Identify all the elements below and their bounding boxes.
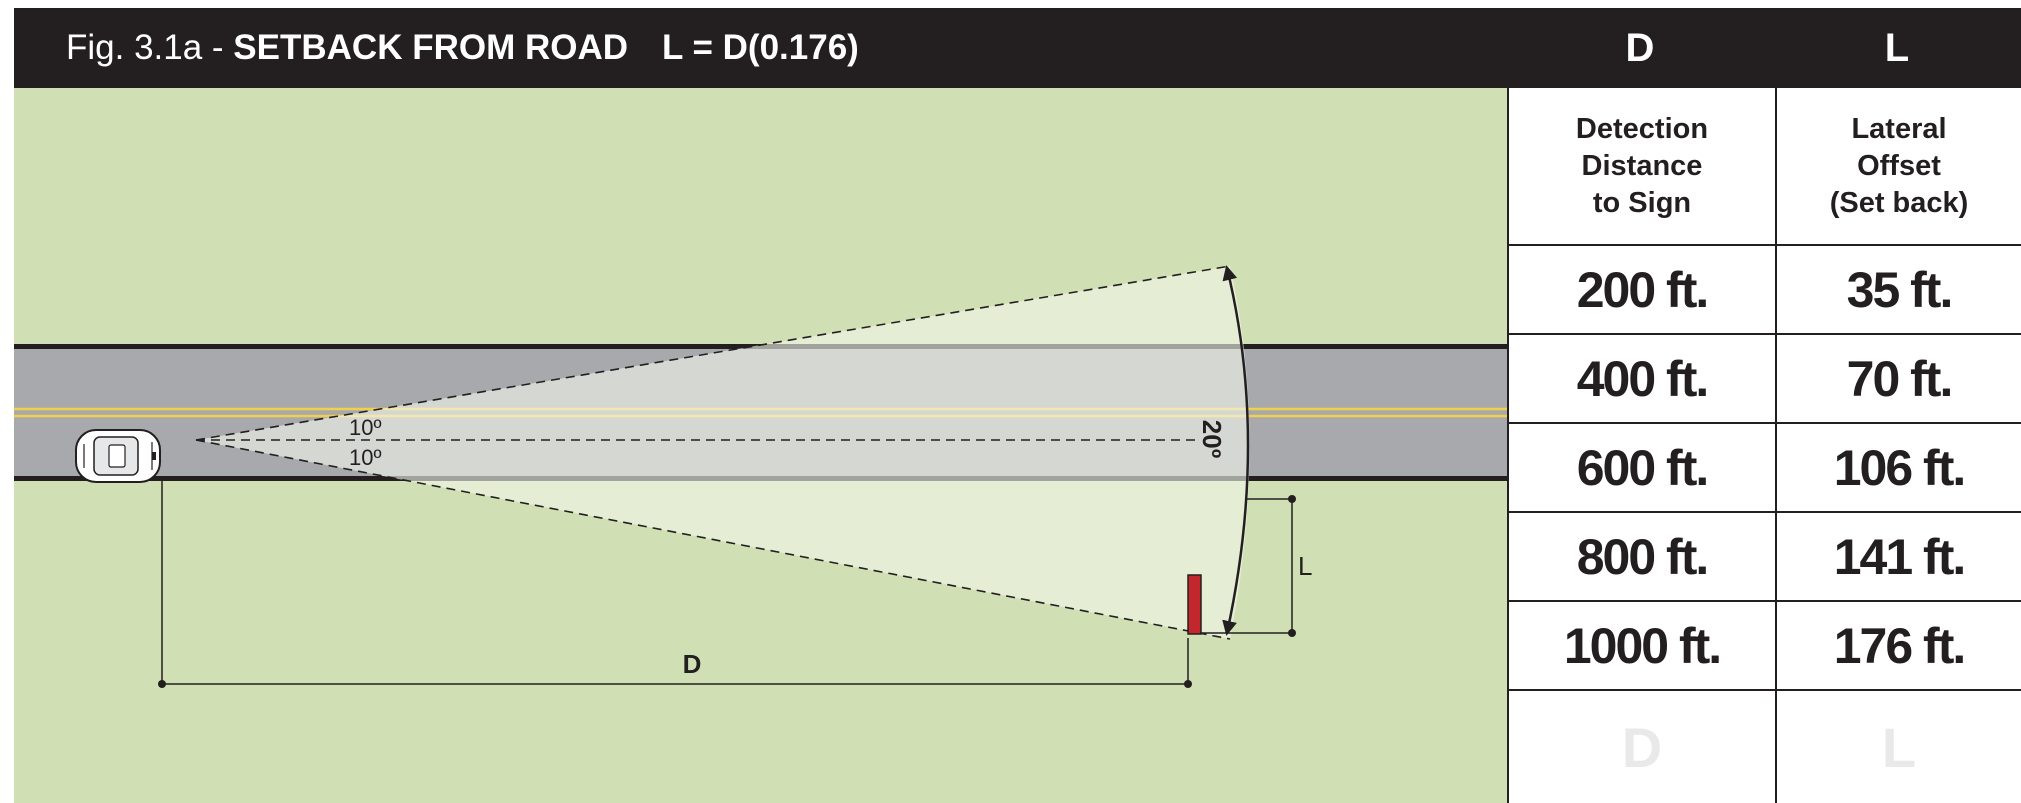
table-cell-l: 70 ft. bbox=[1846, 350, 1954, 407]
table-column-divider bbox=[1775, 88, 1777, 803]
column-desc-d: Detection Distance to Sign bbox=[1509, 88, 1775, 244]
table-divider bbox=[1509, 333, 2021, 335]
figure-header: Fig. 3.1a - SETBACK FROM ROAD L = D(0.176… bbox=[14, 8, 2021, 88]
figure-label: Fig. 3.1a - bbox=[66, 28, 234, 67]
column-desc-l: Lateral Offset (Set back) bbox=[1775, 88, 2021, 244]
table-cell-l: 176 ft. bbox=[1833, 617, 1967, 674]
angle-label-upper: 10º bbox=[349, 415, 382, 440]
desc-l-line-1: Lateral bbox=[1851, 112, 1947, 145]
table-cell-l: 141 ft. bbox=[1833, 528, 1967, 585]
table-divider bbox=[1509, 600, 2021, 602]
cone-lower-edge bbox=[195, 439, 1231, 640]
table-cell-d: 400 ft. bbox=[1576, 350, 1710, 407]
column-header-d: D bbox=[1625, 26, 1655, 70]
desc-l-line-3: (Set back) bbox=[1829, 186, 1969, 219]
table-divider bbox=[1509, 244, 2021, 246]
sign-post bbox=[1187, 574, 1202, 635]
desc-d-line-3: to Sign bbox=[1592, 186, 1692, 219]
table-cell-d: 1000 ft. bbox=[1563, 617, 1722, 674]
setback-diagram: 10º 10º 20º D bbox=[14, 88, 1507, 803]
table-cell-l: 35 ft. bbox=[1846, 261, 1954, 318]
desc-d-line-2: Distance bbox=[1581, 149, 1703, 182]
angle-label-lower: 10º bbox=[349, 445, 382, 470]
desc-l-line-2: Offset bbox=[1857, 149, 1941, 182]
table-cell-d: 200 ft. bbox=[1576, 261, 1710, 318]
offset-dimension bbox=[1200, 495, 1296, 637]
table-divider bbox=[1509, 422, 2021, 424]
figure-title: Fig. 3.1a - SETBACK FROM ROAD L = D(0.176… bbox=[66, 8, 859, 88]
vision-cone bbox=[195, 265, 1250, 640]
figure-title-text: SETBACK FROM ROAD bbox=[233, 28, 629, 67]
car bbox=[75, 429, 161, 483]
desc-d-line-1: Detection bbox=[1575, 112, 1709, 145]
figure-formula: L = D(0.176) bbox=[662, 28, 859, 67]
ghost-cell-l: L bbox=[1881, 715, 1917, 779]
column-header-l: L bbox=[1884, 26, 1910, 70]
angle-arc-20 bbox=[1222, 265, 1250, 636]
table-cell-d: 800 ft. bbox=[1576, 528, 1710, 585]
table-cell-d: 600 ft. bbox=[1576, 439, 1710, 496]
distance-label: D bbox=[683, 649, 702, 679]
ghost-cell-d: D bbox=[1621, 715, 1663, 779]
cone-upper-edge bbox=[195, 265, 1231, 441]
values-table: Detection Distance to Sign Lateral Offse… bbox=[1507, 88, 2021, 803]
offset-label: L bbox=[1298, 551, 1312, 581]
angle-label-total: 20º bbox=[1197, 420, 1227, 459]
table-divider bbox=[1509, 689, 2021, 691]
distance-dimension bbox=[158, 481, 1192, 688]
table-cell-l: 106 ft. bbox=[1833, 439, 1967, 496]
vision-cone-fill bbox=[196, 266, 1250, 639]
table-divider bbox=[1509, 511, 2021, 513]
